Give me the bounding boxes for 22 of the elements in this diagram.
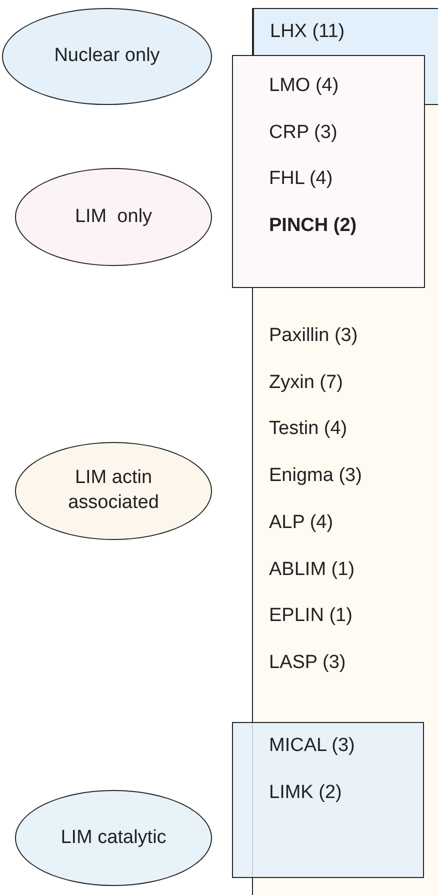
protein-family-label: Enigma (3) (269, 464, 362, 488)
protein-family-label: CRP (3) (269, 120, 338, 145)
category-label: Nuclear only (54, 44, 160, 68)
protein-family-label: LMO (4) (269, 74, 340, 98)
protein-family-label: LHX (11) (270, 20, 345, 44)
protein-family-label: ALP (4) (269, 510, 334, 535)
category-label: LIM catalytic (60, 826, 166, 850)
category-label: LIM only (74, 204, 152, 229)
protein-family-label: ABLIM (1) (269, 558, 356, 582)
protein-family-label: Testin (4) (269, 417, 348, 442)
category-label: LIM actin associated (67, 466, 160, 515)
protein-family-label: Paxillin (3) (269, 324, 359, 348)
protein-family-label: EPLIN (1) (269, 604, 354, 628)
protein-family-label: LASP (3) (269, 650, 347, 675)
protein-family-label: LIMK (2) (269, 780, 343, 805)
protein-family-label: FHL (4) (269, 167, 334, 192)
family-box (232, 55, 425, 288)
protein-family-label: Zyxin (7) (269, 370, 344, 395)
protein-family-label: PINCH (2) (269, 214, 357, 238)
family-box (232, 722, 424, 878)
family-box (253, 8, 438, 55)
protein-family-label: MICAL (3) (269, 734, 355, 758)
